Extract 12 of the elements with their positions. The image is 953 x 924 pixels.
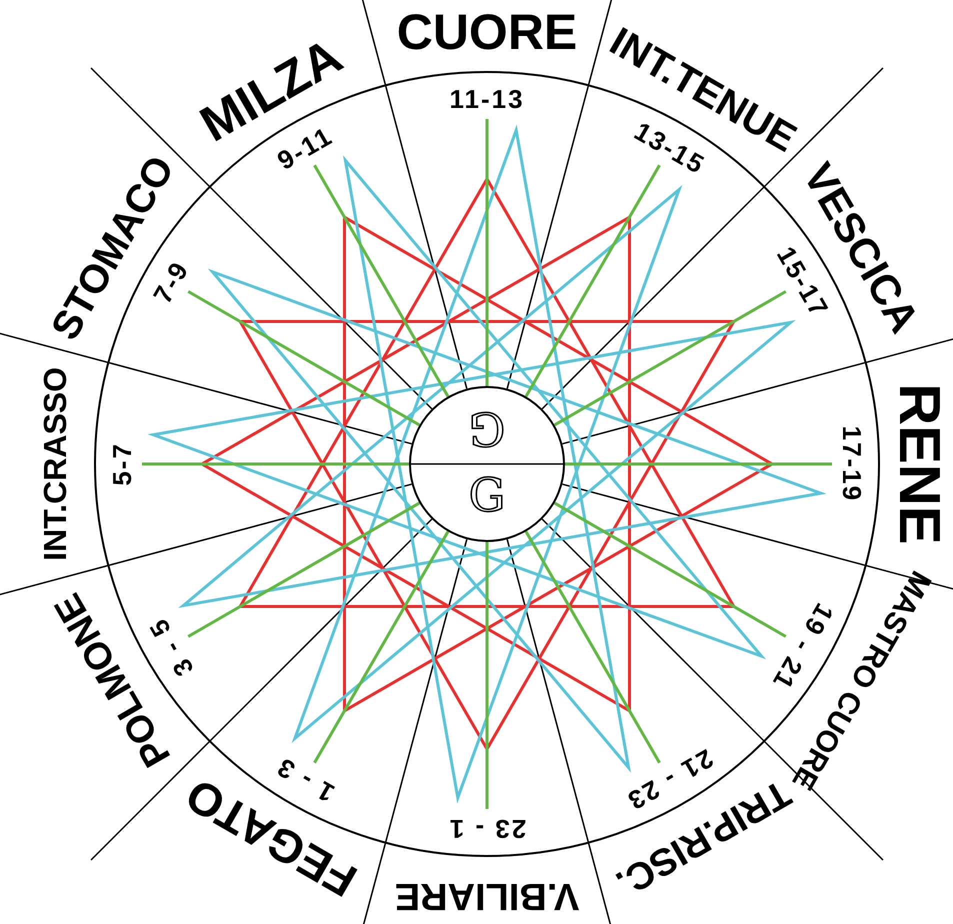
organ-name: INT.CRASSO xyxy=(39,367,71,561)
organ-name: V.BILIARE xyxy=(394,877,580,915)
center-circle xyxy=(409,386,565,542)
time-range: 17-19 xyxy=(839,426,865,502)
organ-name: CUORE xyxy=(396,7,578,57)
time-range: 19 - 21 xyxy=(768,598,838,694)
center-letter: G xyxy=(468,406,506,452)
time-range: 5-7 xyxy=(109,442,135,486)
time-range: 11-13 xyxy=(449,86,525,112)
time-range: 23 - 1 xyxy=(448,816,526,842)
center-letter: G xyxy=(468,472,506,518)
organ-name: RENE xyxy=(890,383,948,545)
